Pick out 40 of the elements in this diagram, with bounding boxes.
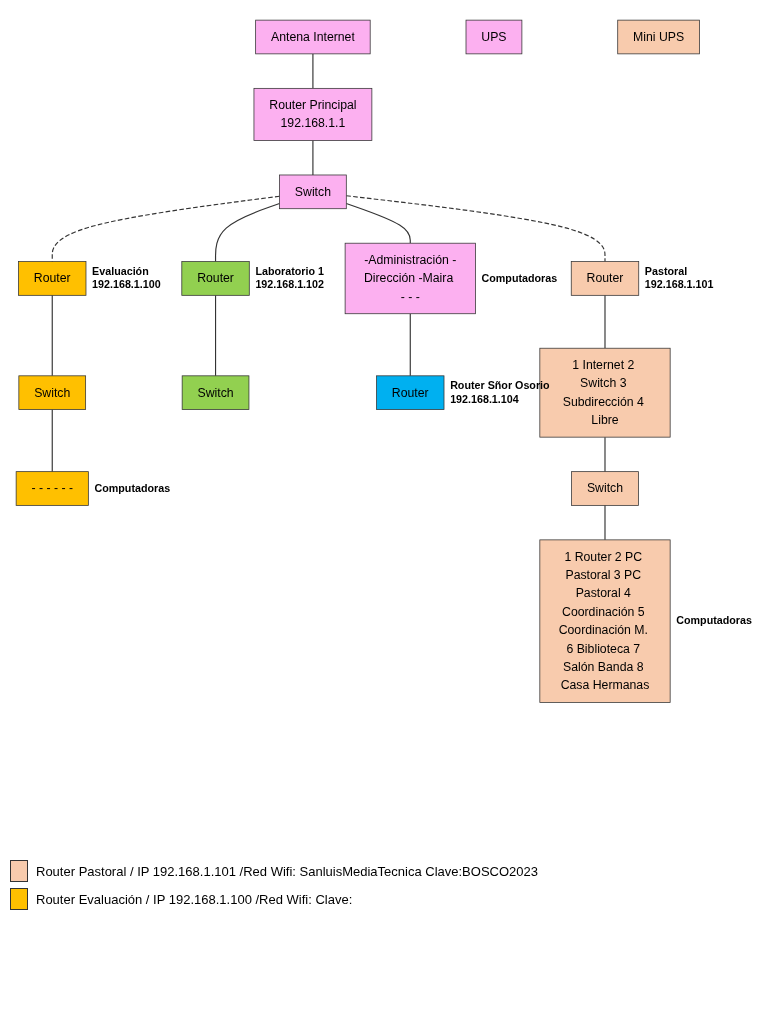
connector	[312, 139, 314, 176]
connector	[604, 436, 606, 473]
node-caption: Computadoras	[481, 271, 558, 284]
node-box: Router	[570, 261, 640, 296]
node-caption: Laboratorio 1	[255, 264, 324, 277]
node-box: Switch	[279, 174, 347, 210]
node-caption: 192.168.1.100	[92, 278, 161, 291]
node-box: Router	[181, 261, 250, 296]
connector	[51, 294, 53, 377]
node-caption: Computadoras	[94, 481, 171, 494]
node-caption: 192.168.1.104	[450, 392, 519, 405]
node-caption: 192.168.1.102	[255, 278, 324, 291]
node-box: UPS	[465, 19, 523, 55]
connector	[604, 504, 606, 541]
node-box: - - - - - -	[15, 471, 89, 506]
connector	[312, 53, 314, 89]
node-box: Antena Internet	[255, 19, 371, 55]
node-box: Router Principal 192.168.1.1	[253, 87, 373, 141]
node-caption: Computadoras	[676, 614, 752, 627]
node-box: -Administración -Dirección -Maira - - -	[344, 242, 476, 315]
node-caption: Evaluación	[92, 264, 149, 277]
connector	[214, 294, 217, 377]
connector	[51, 195, 281, 263]
connector	[51, 408, 53, 473]
node-caption: Pastoral	[644, 264, 688, 277]
connector	[345, 202, 411, 244]
node-box: Switch	[18, 375, 87, 410]
node-box: Mini UPS	[617, 19, 700, 55]
legend-text: Router Pastoral / IP 192.168.1.101 /Red Wifi: SanluisMediaTecnica Clave:BOSCO2023	[36, 863, 538, 879]
node-caption: Router Sñor Osorio	[450, 378, 550, 391]
node-box: Switch	[181, 375, 250, 410]
connector	[409, 313, 411, 377]
connector	[604, 294, 606, 349]
node-caption: 192.168.1.101	[644, 278, 714, 291]
node-box: Router	[376, 375, 445, 410]
node-box: Switch	[571, 471, 639, 506]
connector	[214, 202, 281, 263]
node-box: Router	[18, 261, 87, 296]
node-box: 1 Router 2 PC Pastoral 3 PC Pastoral 4 Coordinación 5 Coordinación M. 6 Biblioteca 7 Salón Banda 8 Casa Hermanas	[539, 539, 671, 703]
legend-text: Router Evaluación / IP 192.168.1.100 /Red Wifi: Clave:	[36, 891, 353, 907]
